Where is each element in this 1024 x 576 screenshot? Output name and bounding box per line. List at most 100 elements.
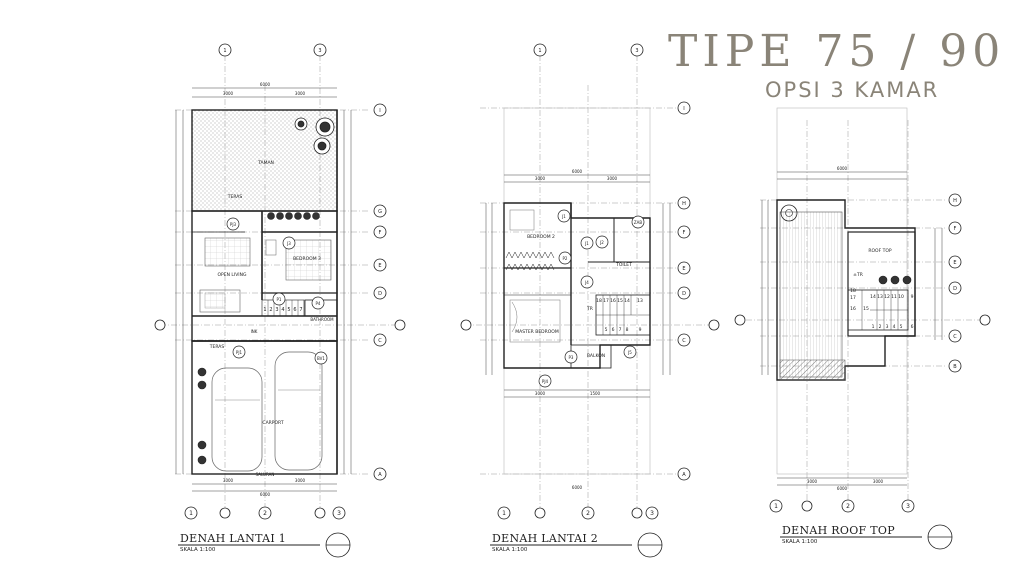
- grid-row-label: E: [953, 260, 956, 266]
- dimension-label: 3000: [223, 478, 234, 483]
- stair-number: 18: [596, 298, 602, 304]
- grid-row-label: H: [953, 198, 957, 204]
- stair-number: 13: [637, 298, 643, 304]
- stair-number: 8: [626, 327, 629, 333]
- grid-col-label: 1: [189, 510, 193, 517]
- stair-number: 16: [610, 298, 616, 304]
- tag-j5: J5: [627, 350, 632, 355]
- dimension-label: 6000: [837, 486, 848, 491]
- page-title: TIPE 75 / 90: [668, 26, 1006, 77]
- dimension-label: 6000: [572, 169, 583, 174]
- plan-lantai-2: [460, 43, 720, 558]
- room-label-taman: TAMAN: [257, 160, 274, 166]
- stair-number: 10: [898, 294, 904, 300]
- stair-number: 5: [287, 307, 290, 313]
- grid-col-label: 1: [538, 48, 541, 54]
- stair-number: 7: [619, 327, 622, 333]
- tag-j1: J1: [561, 214, 566, 219]
- stair-number: 9: [911, 294, 914, 300]
- dimension-label: 3000: [223, 91, 234, 96]
- room-label-bedroom-3: BEDROOM 3: [293, 256, 321, 262]
- stair-number: 2: [269, 307, 272, 313]
- grid-col-label: 1: [774, 503, 778, 510]
- room-label-saluran: SALURAN: [256, 472, 275, 477]
- room-label-ink: INK: [251, 329, 258, 334]
- plan-lantai-1: [154, 43, 406, 558]
- grid-row-label: I: [379, 108, 380, 114]
- stair-number: 6: [293, 307, 296, 313]
- stair-number: 1: [263, 307, 266, 313]
- stair-number: 4: [281, 307, 284, 313]
- grid-col-label: 3: [906, 503, 910, 510]
- stair-number: 17: [850, 295, 856, 301]
- stair-number: 14: [870, 294, 876, 300]
- stair-number: 6: [612, 327, 615, 333]
- room-label-tr: ±TR: [853, 272, 863, 278]
- room-label-balkon: BALKON: [587, 353, 605, 359]
- stair-number: 3: [275, 307, 278, 313]
- grid-row-label: G: [378, 209, 382, 215]
- tag-pj1: PJ1: [236, 350, 243, 355]
- plan-title-lantai-1: DENAH LANTAI 1: [180, 532, 287, 545]
- dimension-label: 3000: [873, 479, 884, 484]
- grid-row-label: A: [682, 472, 686, 478]
- grid-row-label: F: [683, 230, 686, 236]
- grid-col-label: 2: [263, 510, 267, 517]
- stair-number: 5: [900, 324, 903, 330]
- grid-row-label: C: [682, 338, 686, 344]
- stair-number: 9: [639, 327, 642, 333]
- stair-number: 7: [299, 307, 302, 313]
- dimension-label: 3000: [535, 391, 546, 396]
- plan-scale-lantai-1: SKALA 1:100: [180, 547, 216, 553]
- dimension-label: 3000: [607, 176, 618, 181]
- dimension-label: 3000: [535, 176, 546, 181]
- stair-number: 3: [886, 324, 889, 330]
- stair-number: 18: [850, 288, 856, 294]
- stair-number: 11: [891, 294, 897, 300]
- stair-number: 1: [872, 324, 875, 330]
- dimension-label: 6000: [260, 82, 271, 87]
- room-label-roof-top: ROOF TOP: [868, 248, 892, 254]
- dimension-label: 3000: [295, 91, 306, 96]
- stair-number: 17: [603, 298, 609, 304]
- room-label-bathroom: BATHROOM: [310, 317, 334, 322]
- grid-row-label: I: [683, 106, 684, 112]
- grid-col-label: 1: [502, 510, 506, 517]
- stair-number: 2: [879, 324, 882, 330]
- room-label-bedroom-2: BEDROOM 2: [527, 234, 555, 240]
- room-label-master-bedroom: MASTER BEDROOM: [515, 329, 559, 335]
- page-subtitle: OPSI 3 KAMAR: [765, 78, 940, 102]
- dimension-label: 1500: [590, 391, 601, 396]
- tag-pj4: PJ4: [542, 379, 549, 384]
- grid-row-label: F: [954, 226, 957, 232]
- stair-number: 16: [850, 306, 856, 312]
- stair-number: 14: [624, 298, 630, 304]
- grid-col-label: 3: [337, 510, 341, 517]
- grid-row-label: C: [953, 334, 957, 340]
- grid-col-label: 2: [586, 510, 590, 517]
- grid-row-label: D: [682, 291, 686, 297]
- tag-p3: P3: [569, 355, 574, 360]
- room-label-teras-bottom: TERAS: [209, 344, 225, 350]
- stair-number: 5: [605, 327, 608, 333]
- grid-row-label: E: [378, 263, 381, 269]
- grid-row-label: E: [682, 266, 685, 272]
- tag-j3: J3: [286, 241, 291, 246]
- plan-title-roof-top: DENAH ROOF TOP: [782, 524, 895, 537]
- stair-number: 6: [911, 324, 914, 330]
- tag-pj3: PJ3: [230, 222, 237, 227]
- room-label-toilet: TOILET: [615, 262, 632, 268]
- room-label-open-living: OPEN LIVING: [218, 272, 248, 278]
- tag-zab: ZAB: [634, 220, 642, 225]
- grid-row-label: A: [378, 472, 382, 478]
- plan-title-lantai-2: DENAH LANTAI 2: [492, 532, 599, 545]
- tag-j4: J4: [584, 280, 589, 285]
- room-label-tr: TR: [586, 306, 593, 312]
- tag-p4: P4: [316, 301, 321, 306]
- stair-number: 4: [893, 324, 896, 330]
- plan-scale-lantai-2: SKALA 1:100: [492, 547, 528, 553]
- grid-row-label: D: [953, 286, 957, 292]
- grid-col-label: 3: [318, 48, 321, 54]
- grid-col-label: 2: [846, 503, 850, 510]
